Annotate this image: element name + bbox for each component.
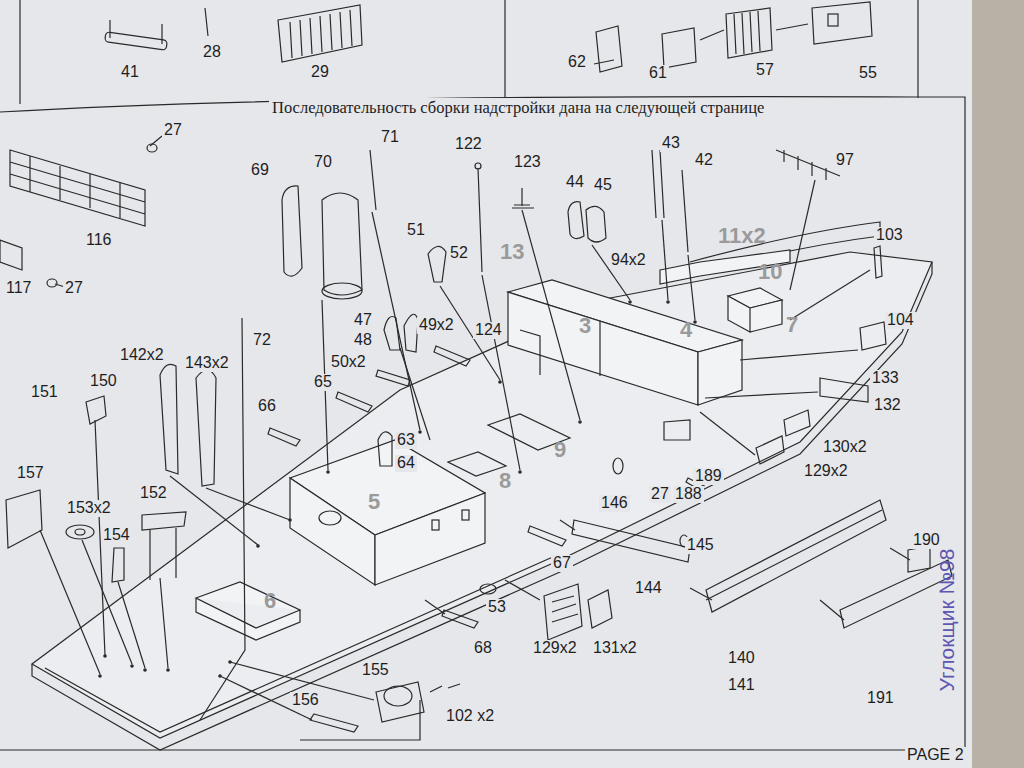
callout-number: 53 [486,599,508,616]
callout-number: 133 [870,370,901,387]
callout-number: 71 [379,129,401,146]
callout-number: 43 [660,135,682,152]
callout-number: 131x2 [591,640,639,657]
callout-number: 141 [726,677,757,694]
callout-number: 129x2 [802,463,850,480]
callout-number: 122 [453,136,484,153]
callout-number: 42 [693,152,715,169]
part-marking: 9 [552,438,568,461]
callout-number: 104 [885,312,916,329]
callout-number: 51 [405,222,427,239]
callout-number: 123 [512,154,543,171]
callout-number: 142x2 [118,347,166,364]
callout-number: 28 [201,44,223,61]
callout-number: 132 [872,397,903,414]
part-marking: 8 [497,469,513,492]
ink-stamp: Углокщик №98 [936,547,958,694]
callout-number: 150 [88,373,119,390]
callout-number: 48 [352,332,374,349]
callout-number: 44 [564,174,586,191]
callout-number: 97 [834,152,856,169]
callout-number: 27 [649,486,671,503]
callout-number: 27 [63,280,85,297]
callout-number: 27 [162,122,184,139]
callout-number: 153x2 [65,500,113,517]
callout-number: 191 [865,690,896,707]
callout-number: 55 [857,65,879,82]
callout-number: 94x2 [609,252,648,269]
callout-number: 130x2 [821,439,869,456]
part-marking: 7 [784,313,800,336]
part-marking: 3 [577,314,593,337]
callout-number: 189 [693,468,724,485]
callout-number: 103 [874,227,905,244]
callout-number: 50x2 [329,354,368,371]
callout-number: 47 [352,312,374,329]
callout-number: PAGE 2 [905,747,966,764]
callout-number: 154 [101,527,132,544]
callout-number: 140 [726,650,757,667]
callout-number: 69 [249,162,271,179]
callout-number: 156 [290,692,321,709]
callout-number: 63 [395,432,417,449]
part-marking: 6 [262,589,278,612]
callout-number: 116 [84,232,114,249]
part-marking: 5 [366,490,382,513]
callout-number: 67 [551,555,573,572]
callout-number: 155 [360,662,391,679]
callout-number: 157 [15,465,46,482]
callout-number: 62 [566,54,588,71]
callout-number: 57 [754,62,776,79]
callout-number: 61 [647,65,669,82]
part-marking: 10 [756,260,784,283]
callout-number: 72 [251,332,273,349]
part-marking: 11x2 [716,224,768,247]
callout-number: 102 x2 [444,708,496,725]
callout-number: 65 [312,374,334,391]
callout-number: 52 [448,245,470,262]
callout-number: 188 [673,486,704,503]
callout-number: 152 [138,485,169,502]
callout-number: 144 [633,580,664,597]
callout-number: 151 [29,384,60,401]
callout-number: 64 [395,455,417,472]
callout-number: 124 [473,322,504,339]
callout-number: 29 [309,64,331,81]
part-marking: 4 [678,318,694,341]
callout-number: 146 [599,495,630,512]
callout-number: 190 [911,532,942,549]
callout-number: 129x2 [531,640,579,657]
callout-number: 41 [119,64,141,81]
callout-number: 49x2 [417,317,456,334]
callout-number: 45 [592,177,614,194]
heading: Последовательность сборки надстройки дан… [269,98,767,118]
callout-number: 143x2 [183,355,231,372]
callout-number: 70 [312,154,334,171]
callout-number: 68 [472,640,494,657]
callout-number: 145 [685,537,716,554]
callout-number: 117 [4,280,34,297]
callout-number: 66 [256,398,278,415]
part-marking: 13 [498,240,526,263]
